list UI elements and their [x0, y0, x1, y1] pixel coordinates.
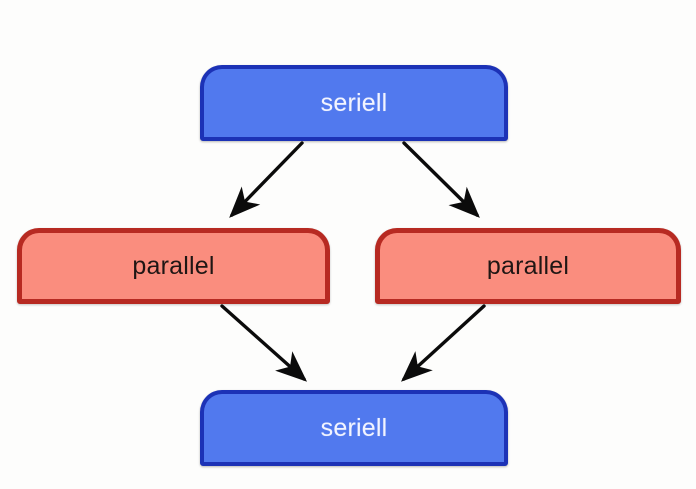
node-parallel-left[interactable]: parallel [17, 228, 330, 304]
edge-left-to-bottom [220, 304, 308, 382]
node-parallel-right[interactable]: parallel [375, 228, 681, 304]
edge-top-to-right [402, 141, 480, 218]
node-seriell-bottom[interactable]: seriell [200, 390, 508, 466]
edge-right-to-bottom [400, 304, 486, 382]
node-label: seriell [320, 413, 388, 442]
node-label: parallel [132, 251, 215, 280]
node-seriell-top[interactable]: seriell [200, 65, 508, 141]
node-label: seriell [320, 88, 388, 117]
edge-top-to-left [229, 141, 304, 218]
node-label: parallel [486, 251, 570, 280]
